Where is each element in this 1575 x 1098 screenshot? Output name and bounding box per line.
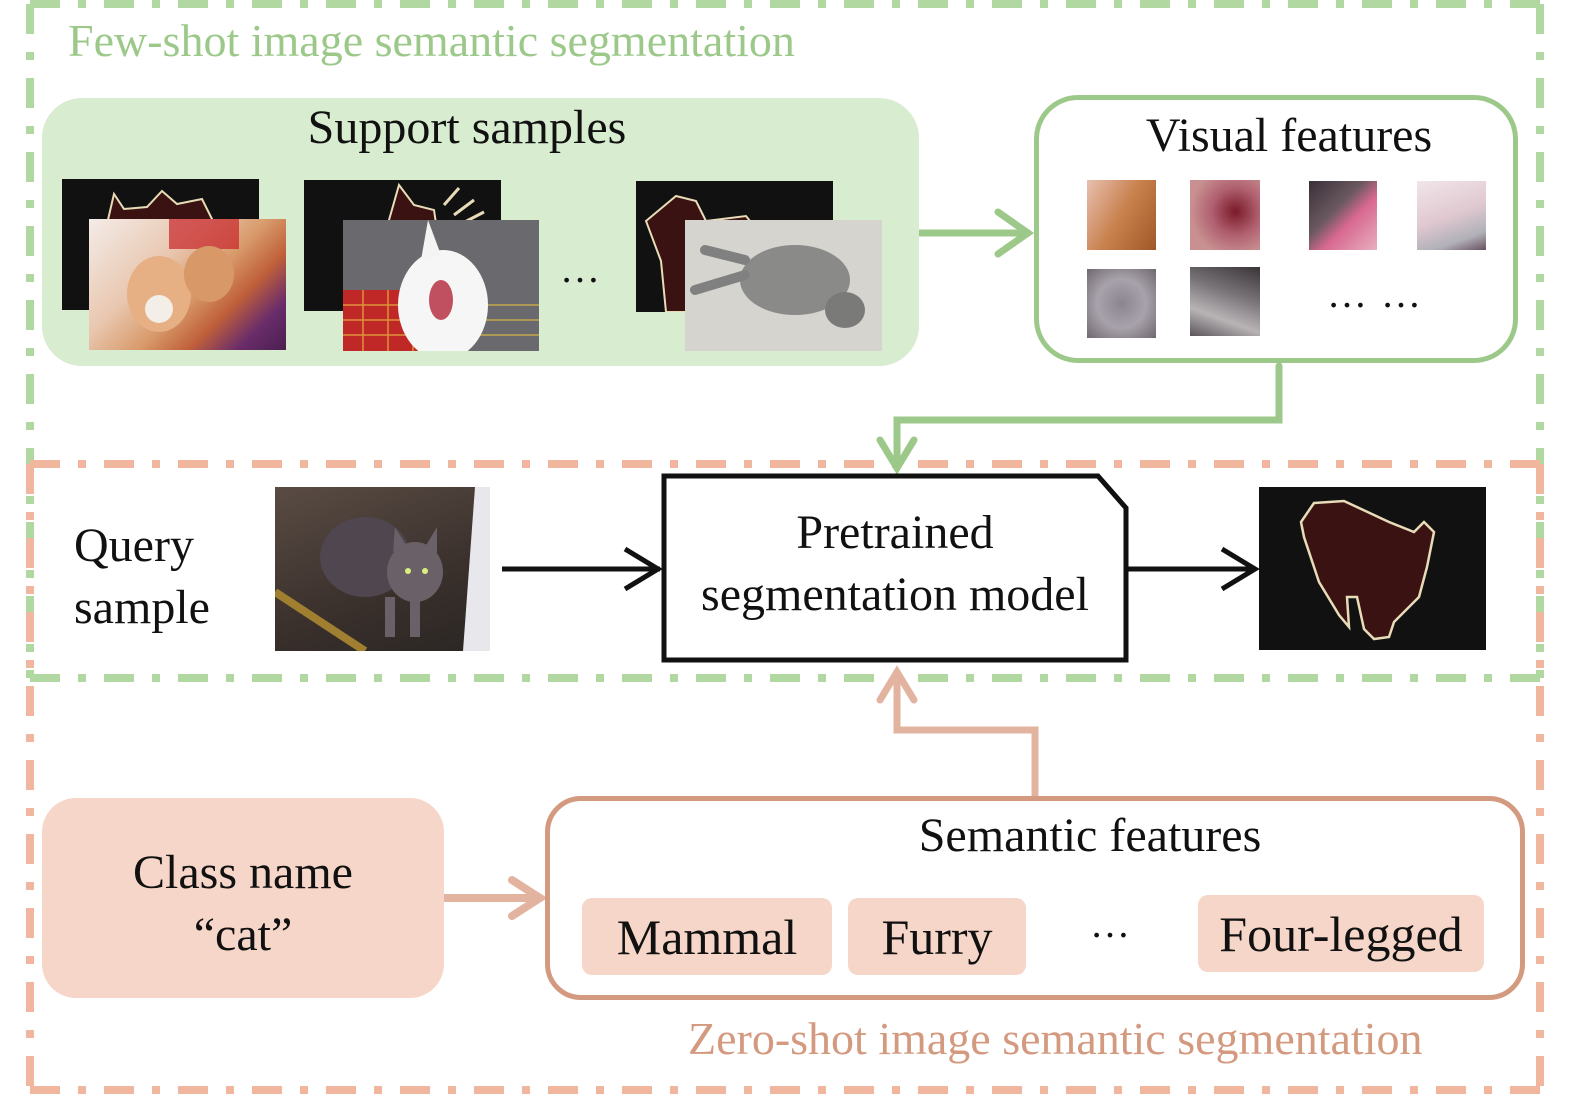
- zero-shot-region-border: [26, 460, 1544, 1094]
- arrow-class-to-semantic: [440, 876, 548, 920]
- arrow-model-to-output: [1126, 546, 1260, 592]
- semantic-chip-furry: Furry: [848, 898, 1026, 975]
- few-shot-title: Few-shot image semantic segmentation: [68, 15, 795, 66]
- semantic-chip-mammal: Mammal: [582, 898, 832, 975]
- semantic-ellipsis: …: [1090, 901, 1130, 946]
- model-box: [661, 473, 1129, 663]
- output-mask: [1259, 487, 1486, 650]
- visual-patch-3: [1309, 181, 1377, 250]
- visual-ellipsis: … …: [1327, 271, 1423, 316]
- model-label: Pretrained segmentation model: [701, 506, 1089, 621]
- visual-patch-4: [1417, 181, 1486, 250]
- support-samples-title: Support samples: [307, 101, 627, 154]
- zero-shot-title: Zero-shot image semantic segmentation: [688, 1013, 1423, 1064]
- visual-features-title: Visual features: [1145, 109, 1433, 162]
- semantic-chip-four-legged: Four-legged: [1198, 895, 1484, 972]
- arrow-visual-to-model: [876, 362, 1283, 475]
- visual-patch-2: [1190, 180, 1260, 250]
- arrow-semantic-to-model: [876, 665, 1039, 800]
- support-ellipsis: …: [560, 246, 600, 291]
- few-shot-region-border: [26, 0, 1544, 682]
- visual-patch-5: [1087, 269, 1156, 338]
- visual-patch-1: [1087, 180, 1156, 250]
- arrow-query-to-model: [502, 546, 663, 592]
- class-name-label: Class name “cat”: [133, 846, 353, 961]
- class-name-panel: [42, 798, 444, 998]
- arrow-support-to-visual: [916, 208, 1035, 258]
- query-sample-label: Query sample: [74, 519, 210, 634]
- support-image-2: [343, 220, 539, 351]
- support-image-3: [685, 220, 882, 351]
- support-image-1: [89, 219, 286, 350]
- visual-patch-6: [1190, 267, 1260, 336]
- query-image: [275, 487, 490, 651]
- semantic-features-title: Semantic features: [918, 809, 1262, 862]
